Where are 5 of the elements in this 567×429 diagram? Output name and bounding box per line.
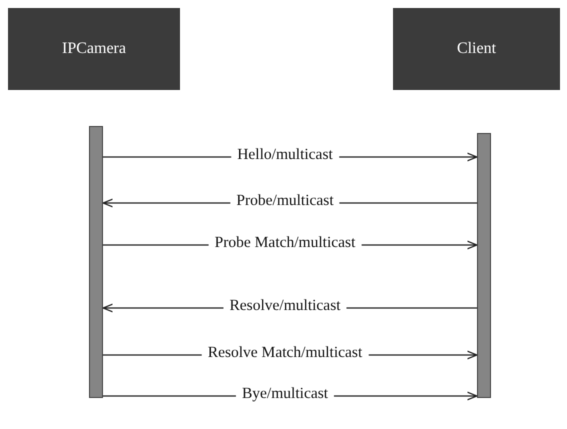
participant-box: Client (393, 8, 560, 90)
participant-box: IPCamera (8, 8, 180, 90)
lifeline-bar (89, 126, 103, 398)
lifeline-bar (477, 133, 491, 398)
message-label: Bye/multicast (236, 385, 334, 403)
